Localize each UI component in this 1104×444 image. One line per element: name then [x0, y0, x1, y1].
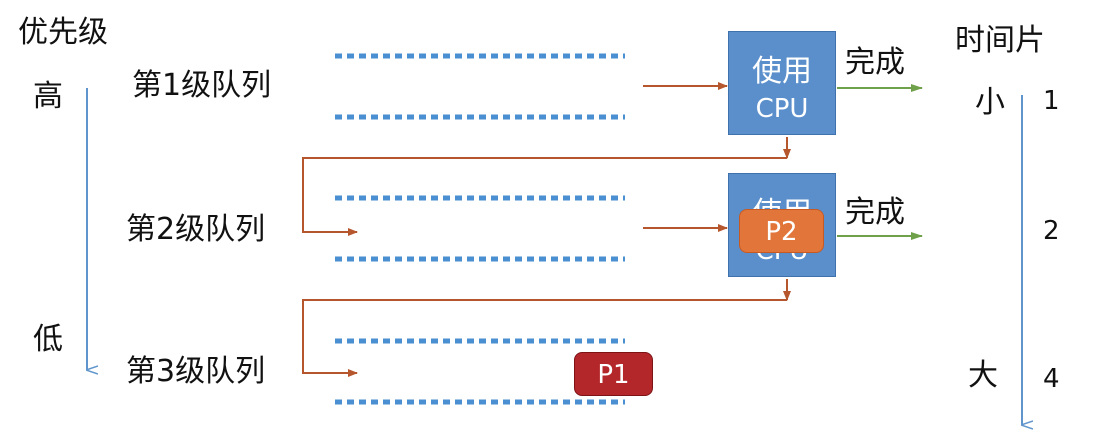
process-p2: P2	[739, 209, 824, 253]
queue-1-label: 第1级队列	[132, 68, 272, 103]
time-slice-large-label: 大	[968, 358, 998, 393]
time-slice-value-2: 2	[1043, 216, 1060, 246]
priority-low-label: 低	[33, 322, 63, 357]
queue-2-label: 第2级队列	[126, 212, 266, 247]
demote-to-queue-3-arrow	[302, 299, 787, 377]
priority-high-label: 高	[33, 79, 63, 114]
time-slice-value-1: 1	[1043, 86, 1060, 116]
time-slice-small-label: 小	[975, 85, 1005, 120]
cpu-box-1-line1: 使用	[752, 54, 812, 89]
time-slice-title: 时间片	[955, 23, 1045, 58]
cpu-box-1-line2: CPU	[755, 94, 809, 124]
priority-title: 优先级	[18, 15, 108, 50]
done-label-1: 完成	[845, 45, 905, 80]
demote-to-queue-2-arrow	[302, 157, 787, 236]
queue-3-label: 第3级队列	[126, 354, 266, 389]
time-slice-value-3: 4	[1043, 364, 1060, 394]
process-p1: P1	[574, 352, 653, 396]
done-label-2: 完成	[845, 195, 905, 230]
cpu-box-1: 使用 CPU	[728, 31, 836, 135]
